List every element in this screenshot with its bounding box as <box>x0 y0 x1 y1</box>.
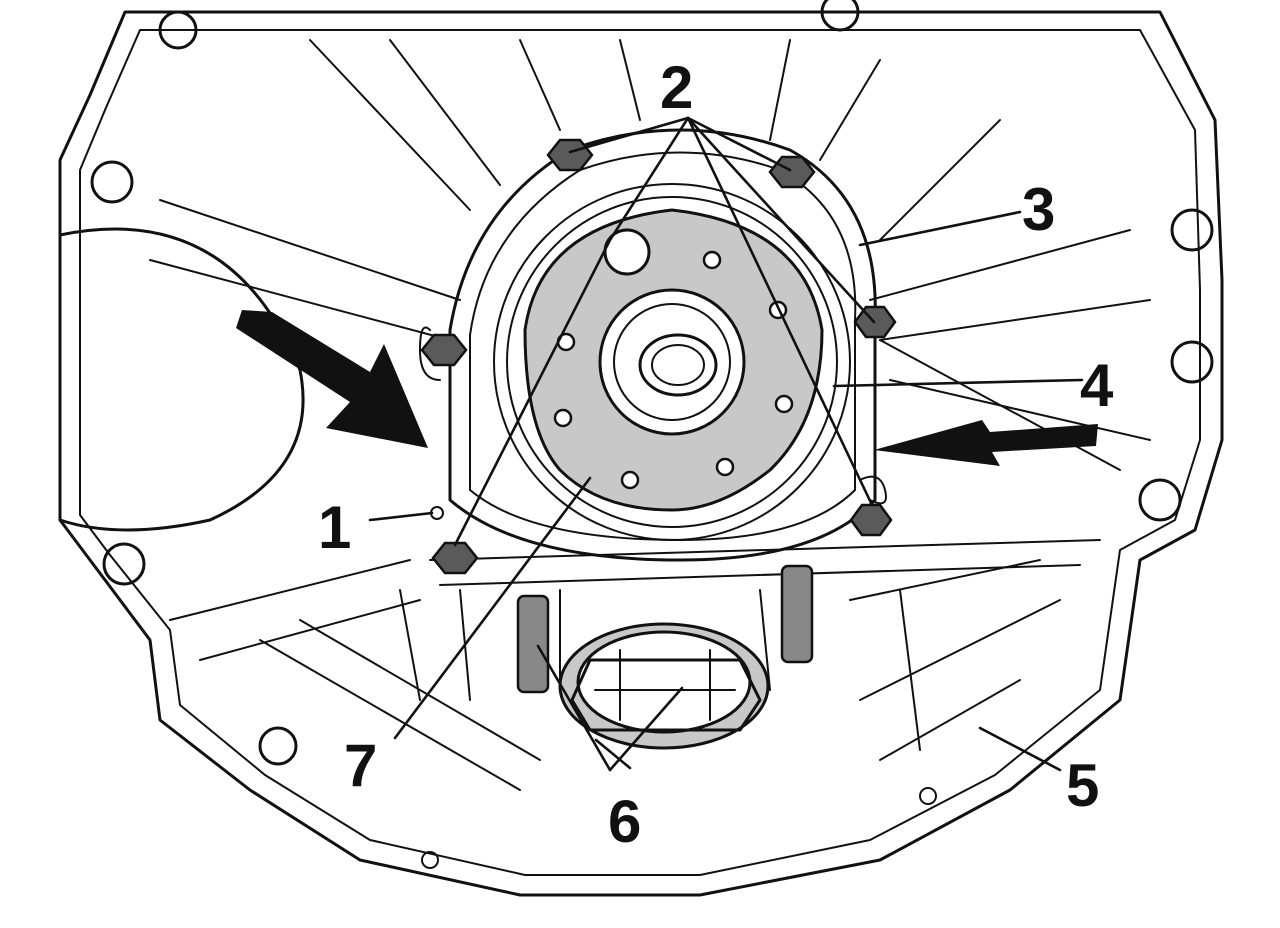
leader-lines <box>368 116 1084 772</box>
arrow-left-icon <box>236 310 428 448</box>
callout-4: 4 <box>1080 352 1114 419</box>
callout-6: 6 <box>608 788 641 855</box>
arrow-right-icon <box>874 420 1098 466</box>
bolt-icon <box>420 333 468 367</box>
callout-1: 1 <box>318 494 351 561</box>
callout-3: 3 <box>1022 176 1055 243</box>
main-bore <box>58 227 305 532</box>
seal-retainer <box>448 128 877 562</box>
callout-5: 5 <box>1066 752 1099 819</box>
oil-seal <box>523 208 824 512</box>
bolt-icon <box>431 541 479 575</box>
housing-outline <box>58 10 1224 897</box>
callout-7: 7 <box>344 732 377 799</box>
bolt-icon <box>849 503 893 537</box>
callout-2: 2 <box>660 54 693 121</box>
direction-arrows <box>236 310 1098 466</box>
flange-holes <box>90 0 1214 869</box>
oil-passage-cover <box>516 564 814 750</box>
callouts: 1 2 3 4 5 6 7 <box>318 54 1114 855</box>
